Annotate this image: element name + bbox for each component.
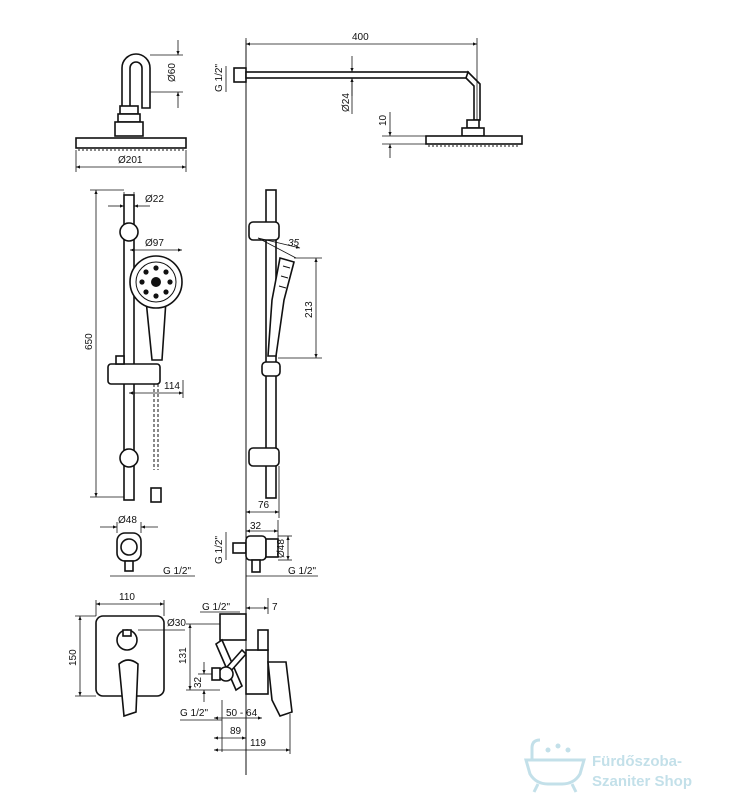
dim-l10: 10	[378, 114, 389, 126]
dim-g12-front: G 1/2"	[163, 566, 191, 577]
dim-l650: 650	[84, 333, 95, 350]
shower-head-front-view	[75, 53, 187, 151]
handshower-nozzles	[139, 265, 173, 299]
mixer-valve-front-view	[95, 615, 165, 718]
dim-l89: 89	[230, 726, 242, 737]
dim-a35: 35	[288, 238, 300, 249]
dim-d48-side: Ø48	[276, 539, 287, 558]
dim-d48-front: Ø48	[118, 515, 137, 526]
dim-l213: 213	[304, 301, 315, 318]
watermark: Fürdőszoba- Szaniter Shop	[524, 738, 692, 793]
dim-l7: 7	[272, 602, 278, 613]
dim-l76: 76	[258, 500, 270, 511]
dim-g12-top: G 1/2"	[214, 64, 225, 92]
shower-arm-side-view	[233, 67, 523, 147]
dim-d24: Ø24	[341, 93, 352, 112]
dim-l50-64: 50 - 64	[226, 708, 258, 719]
dim-l114: 114	[164, 381, 180, 392]
wall-outlet-front-view	[116, 532, 142, 572]
dim-l110: 110	[119, 592, 135, 603]
wall-outlet-side-view	[232, 535, 279, 573]
dim-l32-side: 32	[250, 521, 262, 532]
dim-d201: Ø201	[118, 155, 143, 166]
dim-l119: 119	[250, 738, 266, 749]
dim-l32-valve: 32	[193, 676, 204, 688]
dim-l150: 150	[68, 649, 79, 666]
dim-g12-side-right: G 1/2"	[288, 566, 316, 577]
dim-d30: Ø30	[167, 618, 186, 629]
dim-g12-side-left: G 1/2"	[214, 536, 225, 564]
dim-g12-valve-top: G 1/2"	[202, 602, 230, 613]
watermark-line1: Fürdőszoba-	[592, 753, 682, 770]
riser-rail-side-view	[248, 189, 295, 499]
riser-rail-front-view	[107, 194, 183, 503]
dim-l400: 400	[352, 32, 369, 43]
watermark-line2: Szaniter Shop	[592, 773, 692, 790]
bathtub-icon	[524, 738, 586, 793]
dim-l131: 131	[178, 647, 189, 664]
dim-d60: Ø60	[167, 63, 178, 82]
dim-d22: Ø22	[145, 194, 164, 205]
mixer-valve-side-view	[211, 613, 293, 717]
dim-d97: Ø97	[145, 238, 164, 249]
dim-g12-valve-bottom: G 1/2"	[180, 708, 208, 719]
